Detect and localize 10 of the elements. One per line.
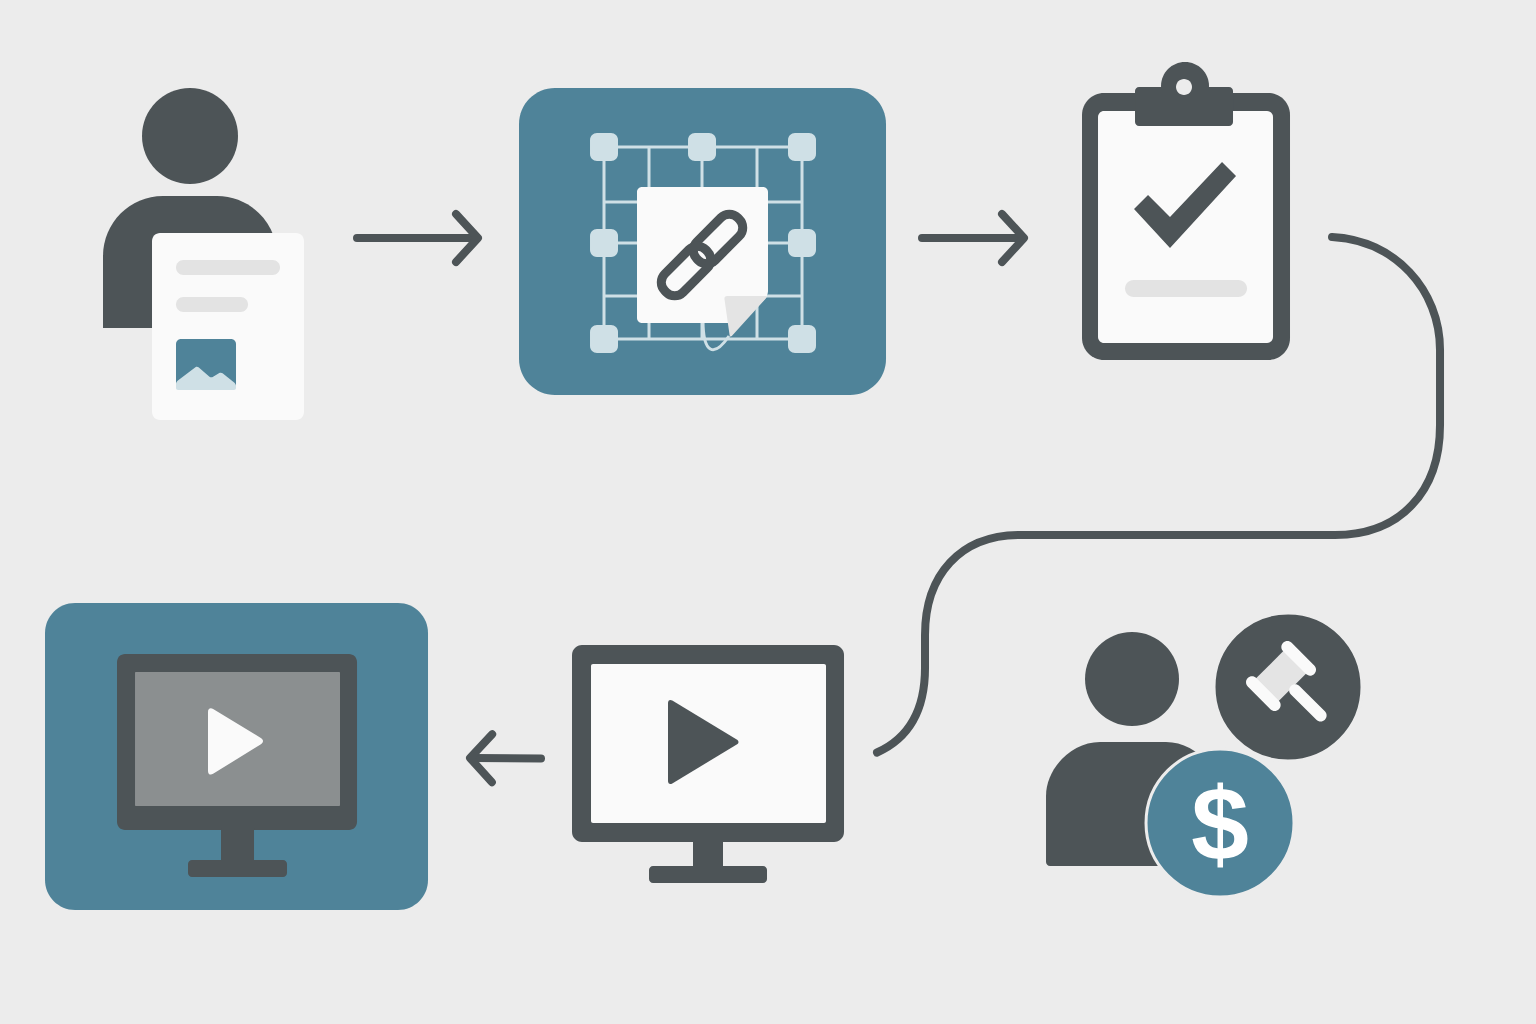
arrow bbox=[918, 210, 1028, 266]
arrow bbox=[353, 210, 482, 266]
play-monitor bbox=[572, 645, 844, 883]
dollar-sign: $ bbox=[1192, 782, 1248, 868]
monitor-tile bbox=[45, 603, 428, 910]
link-grid-tile bbox=[519, 88, 886, 395]
person-gavel-coin bbox=[1046, 611, 1364, 899]
connector-line bbox=[873, 233, 1444, 757]
clipboard-check bbox=[1082, 62, 1290, 360]
person-with-document bbox=[103, 88, 304, 420]
